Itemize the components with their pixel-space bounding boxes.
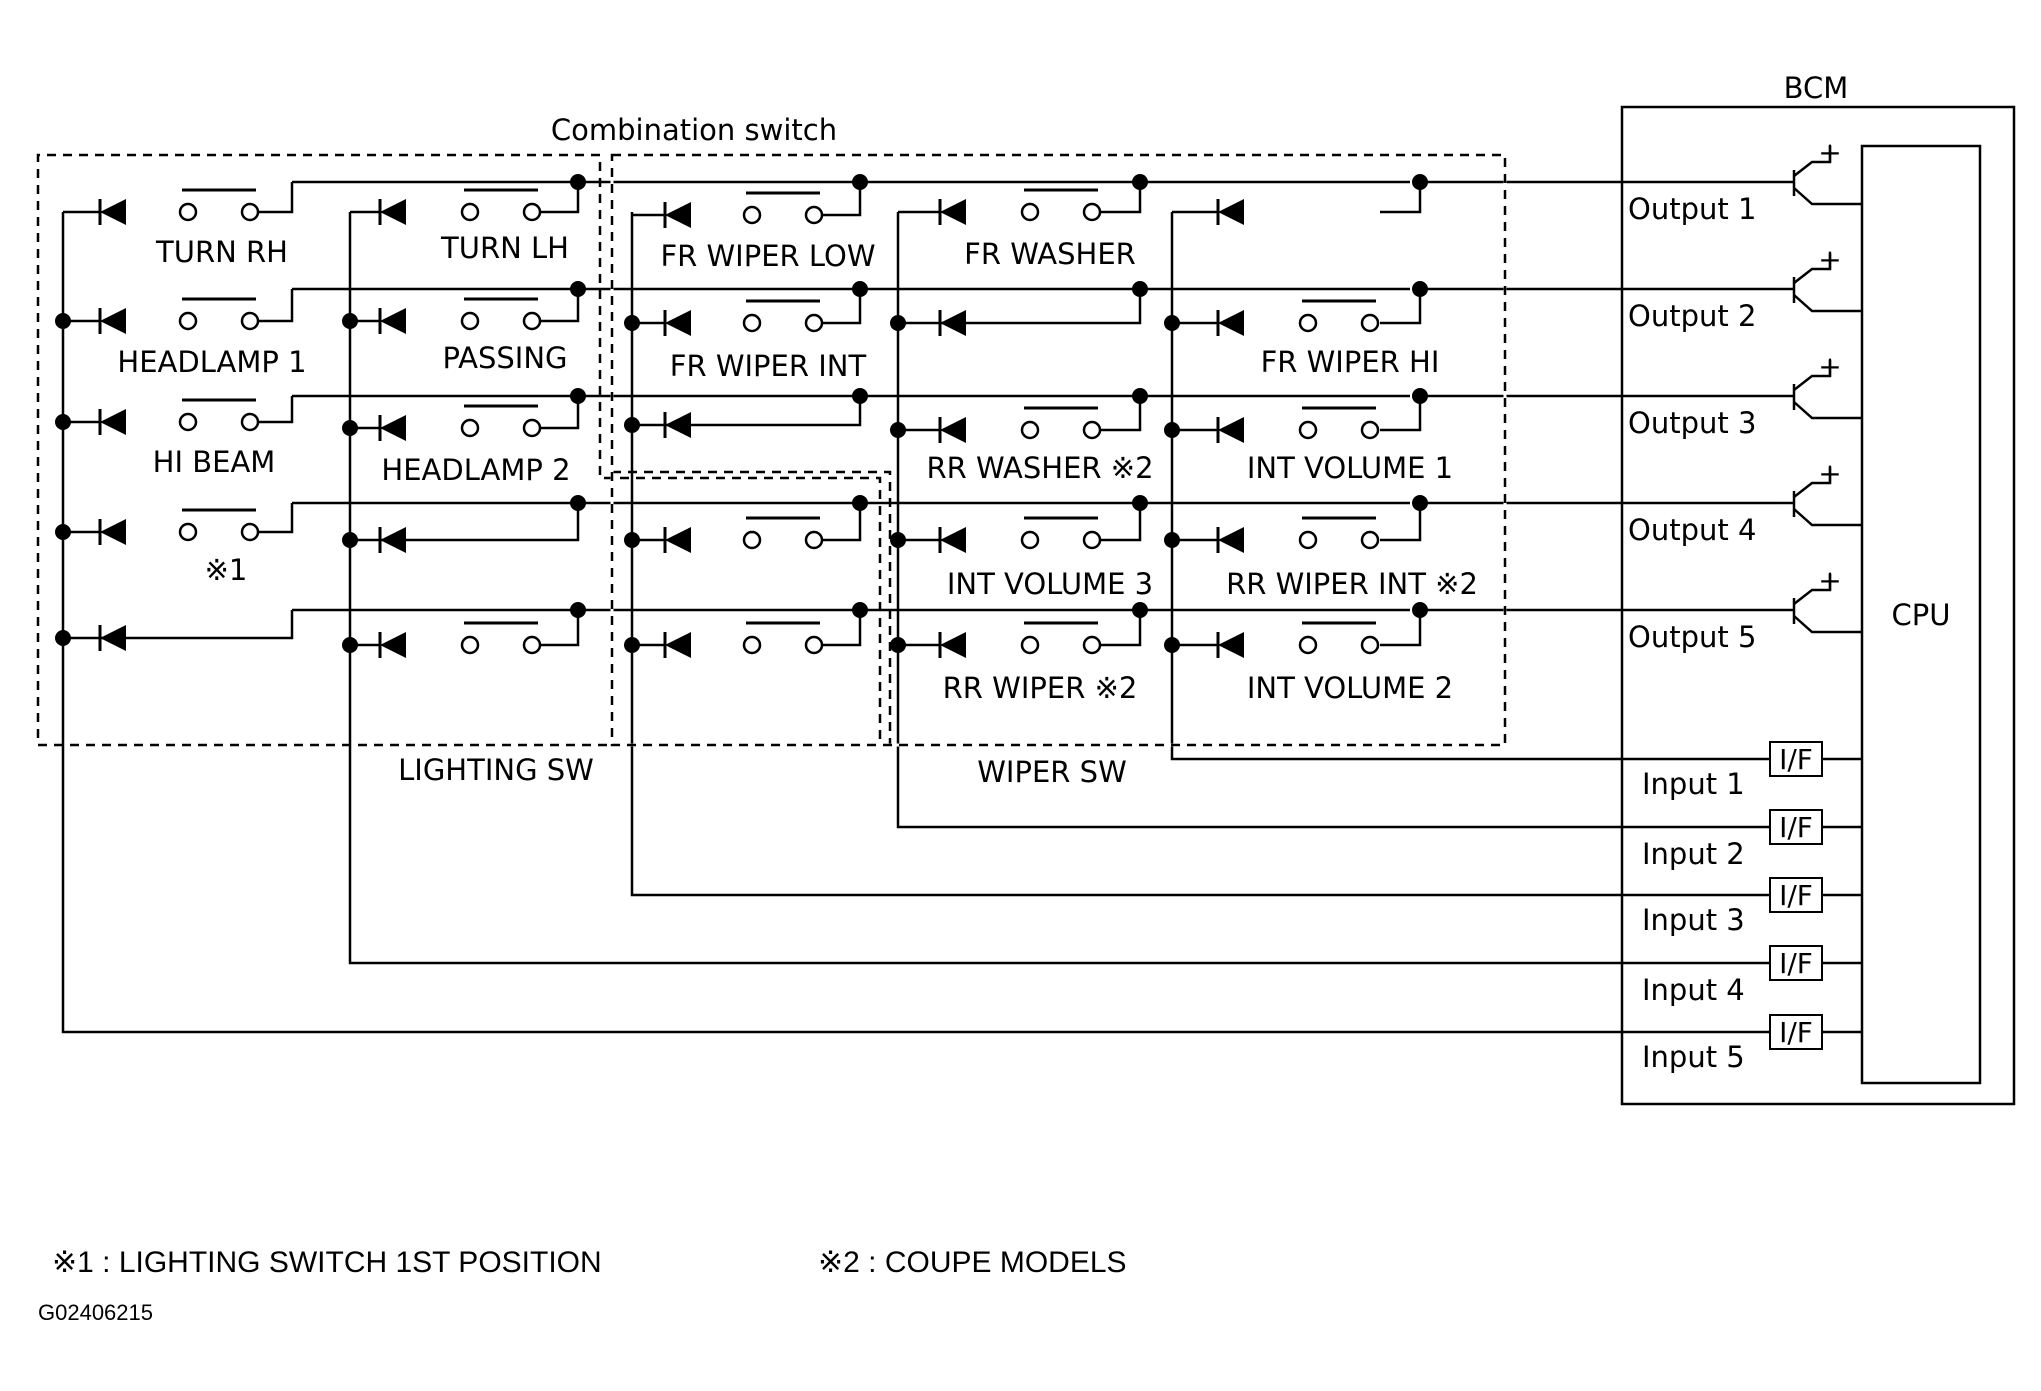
if-label-4: I/F <box>1779 947 1813 980</box>
label-headlamp-2: HEADLAMP 2 <box>381 453 570 487</box>
label-output-2: Output 2 <box>1628 299 1756 333</box>
figure-code: G02406215 <box>38 1300 153 1325</box>
plus-5: + <box>1818 564 1841 597</box>
label-input-3: Input 3 <box>1642 903 1745 937</box>
label-fr-wiper-int: FR WIPER INT <box>670 349 867 383</box>
label-int-volume-3: INT VOLUME 3 <box>947 567 1153 601</box>
label-headlamp-1: HEADLAMP 1 <box>117 345 306 379</box>
label-rr-wiper-int: RR WIPER INT ※2 <box>1226 567 1478 601</box>
plus-2: + <box>1818 243 1841 276</box>
if-label-5: I/F <box>1779 1016 1813 1049</box>
label-output-4: Output 4 <box>1628 513 1756 547</box>
cpu-box <box>1860 144 1982 1085</box>
wiring <box>61 180 1780 1034</box>
if-label-1: I/F <box>1779 743 1813 776</box>
label-note1-mark: ※1 <box>205 553 248 587</box>
if-label-2: I/F <box>1779 811 1813 844</box>
label-input-5: Input 5 <box>1642 1040 1745 1074</box>
label-rr-washer: RR WASHER ※2 <box>926 451 1153 485</box>
plus-3: + <box>1818 350 1841 383</box>
label-output-3: Output 3 <box>1628 406 1756 440</box>
label-fr-washer: FR WASHER <box>964 237 1136 271</box>
combination-switch-title: Combination switch <box>551 113 837 147</box>
plus-signs: + + + + + <box>1818 136 1841 597</box>
footnote-1: ※1 : LIGHTING SWITCH 1ST POSITION <box>52 1246 602 1279</box>
lighting-sw-boundary <box>36 153 882 747</box>
label-rr-wiper: RR WIPER ※2 <box>943 671 1138 705</box>
label-input-4: Input 4 <box>1642 973 1745 1007</box>
interface-boxes: I/F I/F I/F I/F I/F <box>1769 741 1862 1050</box>
label-output-1: Output 1 <box>1628 192 1756 226</box>
junction-dots <box>55 174 1428 653</box>
label-hi-beam: HI BEAM <box>153 445 276 479</box>
label-fr-wiper-low: FR WIPER LOW <box>660 239 875 273</box>
label-fr-wiper-hi: FR WIPER HI <box>1261 345 1440 379</box>
label-passing: PASSING <box>442 341 567 375</box>
label-output-5: Output 5 <box>1628 620 1756 654</box>
plus-1: + <box>1818 136 1841 169</box>
label-input-1: Input 1 <box>1642 767 1745 801</box>
cpu-label: CPU <box>1892 598 1951 632</box>
if-label-3: I/F <box>1779 879 1813 912</box>
wiper-sw-label: WIPER SW <box>977 755 1127 789</box>
footnote-2: ※2 : COUPE MODELS <box>818 1246 1127 1279</box>
bcm-title: BCM <box>1784 71 1849 105</box>
label-input-2: Input 2 <box>1642 837 1745 871</box>
plus-4: + <box>1818 457 1841 490</box>
lighting-sw-label: LIGHTING SW <box>398 753 594 787</box>
label-int-volume-2: INT VOLUME 2 <box>1247 671 1453 705</box>
bcm-box <box>1620 105 2016 1106</box>
output-transistors <box>1780 146 1862 634</box>
label-turn-lh: TURN LH <box>440 231 569 265</box>
label-turn-rh: TURN RH <box>155 235 288 269</box>
label-int-volume-1: INT VOLUME 1 <box>1247 451 1453 485</box>
